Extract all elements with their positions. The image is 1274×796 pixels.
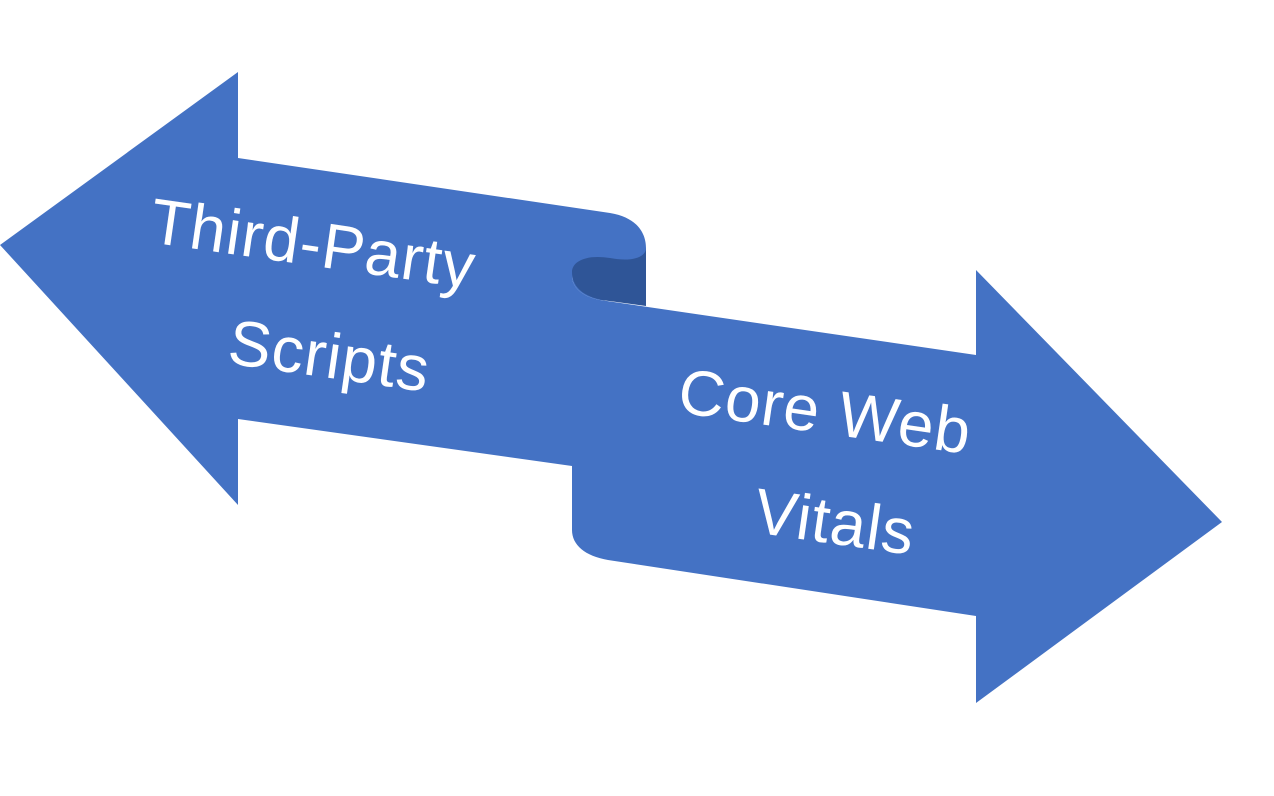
right-arrow-shape <box>572 270 1222 703</box>
ribbon-fold-shadow <box>572 248 646 306</box>
left-arrow-shape <box>0 72 646 505</box>
